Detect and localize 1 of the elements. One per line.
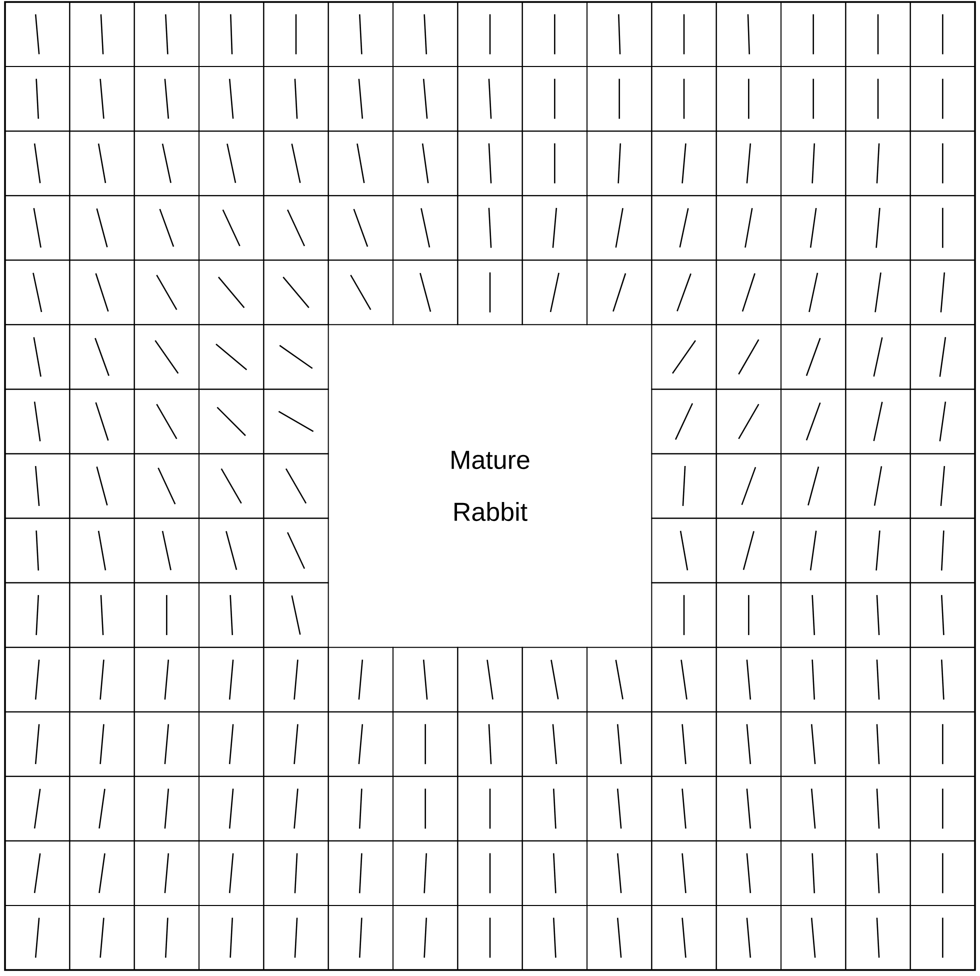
region-label: Mature Rabbit <box>452 450 530 522</box>
